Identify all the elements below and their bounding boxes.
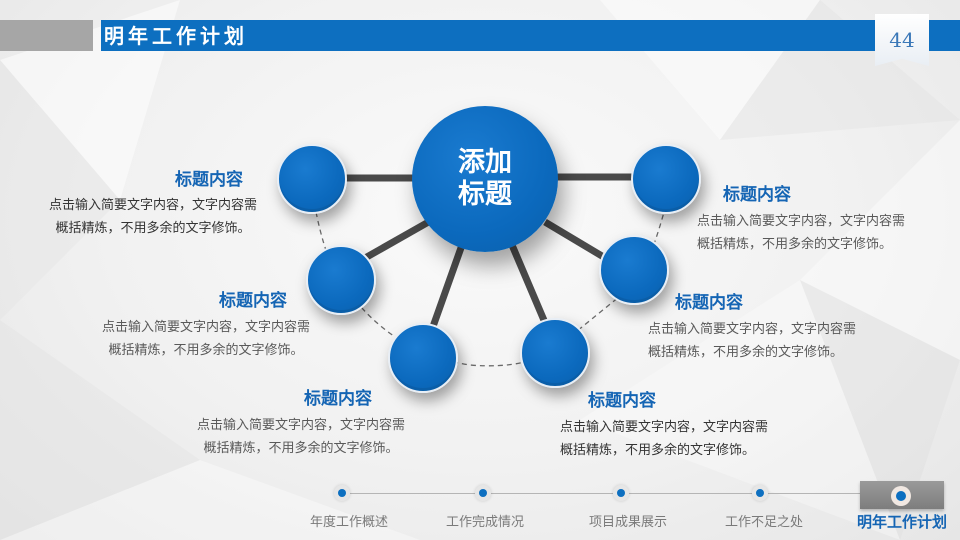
- nav-item-annual-overview[interactable]: 年度工作概述: [309, 515, 389, 530]
- nav-item-shortcomings[interactable]: 工作不足之处: [724, 515, 804, 530]
- item-6-desc-line2: 概括精炼，不用多余的文字修饰。: [560, 443, 756, 458]
- item-5-title: 标题内容: [304, 389, 372, 409]
- item-1-title: 标题内容: [175, 170, 243, 190]
- item-5-desc-line1: 点击输入简要文字内容，文字内容需: [196, 418, 405, 433]
- item-4-desc-line2: 概括精炼，不用多余的文字修饰。: [648, 345, 844, 360]
- item-4-title: 标题内容: [675, 293, 743, 313]
- nav-dot-3[interactable]: [613, 485, 629, 501]
- item-6-title: 标题内容: [588, 391, 656, 411]
- item-1-desc-line1: 点击输入简要文字内容，文字内容需: [48, 198, 257, 213]
- nav-item-project-results[interactable]: 项目成果展示: [588, 515, 668, 530]
- item-5-desc-line2: 概括精炼，不用多余的文字修饰。: [203, 441, 399, 456]
- item-1-desc-line2: 概括精炼，不用多余的文字修饰。: [55, 221, 251, 236]
- item-4-desc-line1: 点击输入简要文字内容，文字内容需: [648, 322, 857, 337]
- node-6[interactable]: [520, 318, 590, 388]
- item-3-desc-line1: 点击输入简要文字内容，文字内容需: [101, 320, 310, 335]
- node-5[interactable]: [388, 323, 458, 393]
- item-1-desc: 点击输入简要文字内容，文字内容需 概括精炼，不用多余的文字修饰。: [34, 194, 272, 240]
- item-6-desc: 点击输入简要文字内容，文字内容需 概括精炼，不用多余的文字修饰。: [560, 416, 798, 462]
- header-gray-bar: [0, 20, 93, 51]
- nav-dot-4[interactable]: [752, 485, 768, 501]
- item-4-desc: 点击输入简要文字内容，文字内容需 概括精炼，不用多余的文字修饰。: [648, 318, 886, 364]
- center-title-line2: 标题: [458, 179, 512, 210]
- nav-item-work-completion[interactable]: 工作完成情况: [445, 515, 525, 530]
- center-node[interactable]: 添加 标题: [412, 106, 558, 252]
- page-title: 明年工作计划: [104, 24, 248, 48]
- nav-dot-2[interactable]: [475, 485, 491, 501]
- node-2[interactable]: [631, 144, 701, 214]
- nav-dot-1[interactable]: [334, 485, 350, 501]
- item-3-desc-line2: 概括精炼，不用多余的文字修饰。: [108, 343, 304, 358]
- item-2-desc-line1: 点击输入简要文字内容，文字内容需: [697, 214, 906, 229]
- center-title: 添加 标题: [455, 147, 515, 211]
- header-blue-bar: [101, 20, 960, 51]
- item-6-desc-line1: 点击输入简要文字内容，文字内容需: [560, 420, 769, 435]
- node-3[interactable]: [306, 245, 376, 315]
- nav-item-next-year-plan[interactable]: 明年工作计划: [856, 513, 948, 531]
- item-2-title: 标题内容: [723, 185, 791, 205]
- item-3-title: 标题内容: [219, 291, 287, 311]
- item-2-desc-line2: 概括精炼，不用多余的文字修饰。: [697, 237, 893, 252]
- item-2-desc: 点击输入简要文字内容，文字内容需 概括精炼，不用多余的文字修饰。: [697, 210, 935, 256]
- node-1[interactable]: [277, 144, 347, 214]
- page-number: 44: [889, 28, 915, 52]
- item-5-desc: 点击输入简要文字内容，文字内容需 概括精炼，不用多余的文字修饰。: [182, 414, 420, 460]
- nav-dot-5-active[interactable]: [891, 486, 911, 506]
- node-4[interactable]: [599, 235, 669, 305]
- item-3-desc: 点击输入简要文字内容，文字内容需 概括精炼，不用多余的文字修饰。: [87, 316, 325, 362]
- center-title-line1: 添加: [458, 147, 512, 178]
- page-number-ribbon: [875, 14, 929, 66]
